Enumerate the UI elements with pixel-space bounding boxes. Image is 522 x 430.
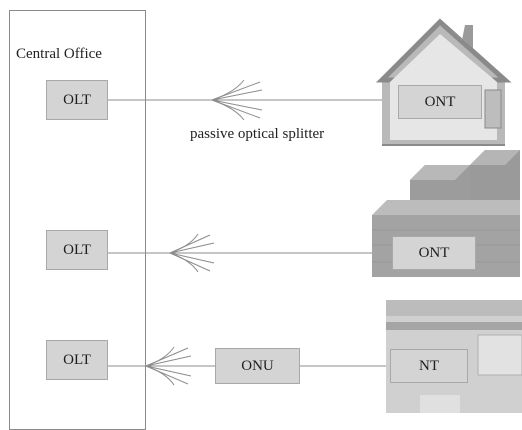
ont-label: ONT xyxy=(424,93,456,110)
olt-label: OLT xyxy=(63,241,91,258)
splitter-label: passive optical splitter xyxy=(190,126,325,142)
ont-label: ONT xyxy=(418,244,450,261)
olt-box-2: OLT xyxy=(46,230,108,270)
nt-label: NT xyxy=(419,357,439,374)
onu-label: ONU xyxy=(241,357,274,374)
splitter-icon xyxy=(169,233,215,273)
splitter-icon xyxy=(145,346,192,386)
olt-box-1: OLT xyxy=(46,80,108,120)
olt-label: OLT xyxy=(63,351,91,368)
splitter-icon xyxy=(211,79,263,121)
olt-label: OLT xyxy=(63,91,91,108)
ont-box-2: ONT xyxy=(392,236,476,270)
ont-box-1: ONT xyxy=(398,85,482,119)
olt-box-3: OLT xyxy=(46,340,108,380)
house-icon xyxy=(375,18,512,146)
nt-box: NT xyxy=(390,349,468,383)
pon-diagram: Central Office OLT OLT OLT passive optic… xyxy=(9,10,522,430)
onu-box: ONU xyxy=(215,348,300,384)
central-office-label: Central Office xyxy=(16,46,102,62)
